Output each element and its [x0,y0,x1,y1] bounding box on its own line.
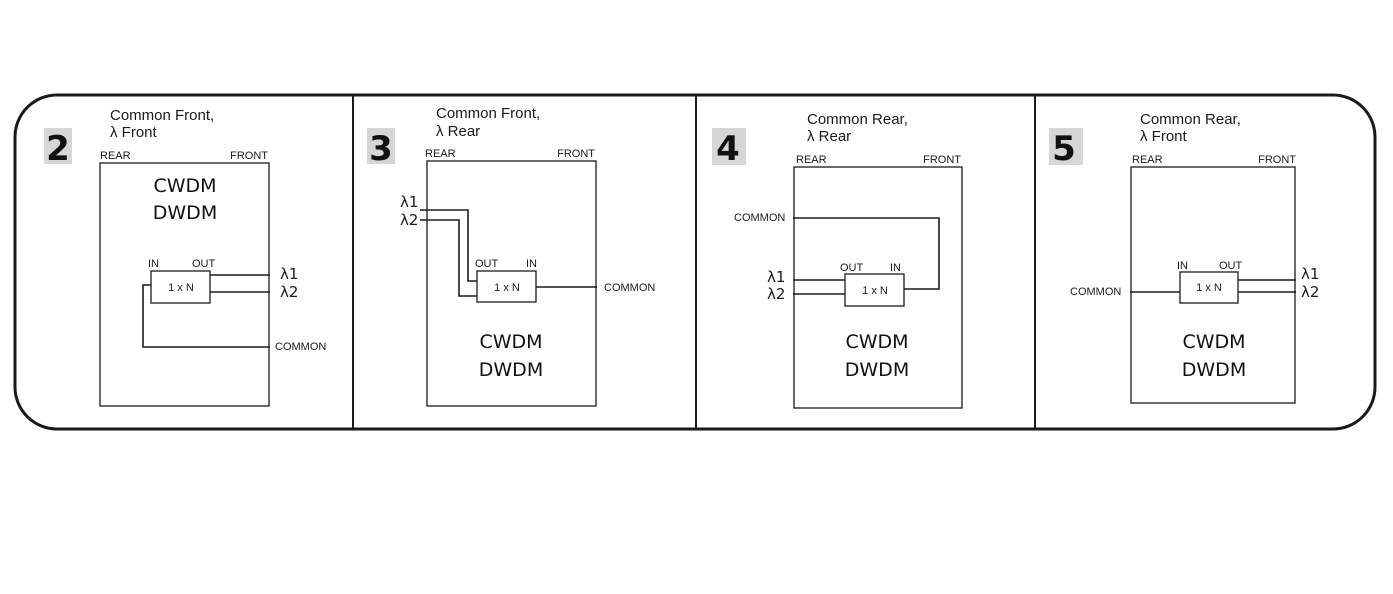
rear-label: REAR [425,148,456,160]
port-out-label: OUT [1219,260,1243,272]
mux-block [844,273,905,307]
tech-label-dwdm: DWDM [153,202,217,224]
panel-number-badge [44,128,72,164]
port-in-label: IN [148,258,159,270]
module-box [1130,166,1296,404]
fiber-lambda2 [420,219,477,297]
front-label: FRONT [923,154,961,166]
port-in-label: IN [526,258,537,270]
tech-label-dwdm: DWDM [845,359,909,381]
tech-label-cwdm: CWDM [845,331,908,353]
mux-label: 1 x N [168,282,194,294]
mux-block [476,270,537,303]
fiber-common [793,217,940,290]
config-title-line1: Common Front, [436,105,540,122]
panel-number-badge [712,128,746,165]
panel-number: 2 [46,129,70,169]
lambda1-label: λ1 [400,193,418,211]
outer-frame [13,93,1377,431]
panel-number: 3 [369,129,393,169]
config-title-line1: Common Front, [110,107,214,124]
panel-number: 4 [716,129,740,169]
front-label: FRONT [557,148,595,160]
common-label: COMMON [734,212,785,224]
port-out-label: OUT [840,262,864,274]
panel-number-badge [367,128,395,164]
panel-3: 3 Common Front, λ Rear REAR FRONT CWDM D… [367,105,655,407]
common-label: COMMON [1070,286,1121,298]
lambda2-label: λ2 [280,283,298,301]
port-in-label: IN [890,262,901,274]
config-title-line2: λ Rear [436,123,480,140]
lambda2-label: λ2 [1301,283,1319,301]
panel-number-badge [1049,128,1083,165]
panel-5: 5 Common Rear, λ Front REAR FRONT CWDM D… [1049,111,1319,404]
lambda2-label: λ2 [767,285,785,303]
mux-label: 1 x N [862,285,888,297]
panel-4: 4 Common Rear, λ Rear REAR FRONT CWDM DW… [712,111,963,409]
mux-block [150,270,211,304]
front-label: FRONT [1258,154,1296,166]
rear-label: REAR [796,154,827,166]
module-box [99,162,270,407]
panel-number: 5 [1052,129,1076,169]
lambda1-label: λ1 [767,268,785,286]
panel-2: 2 Common Front, λ Front REAR FRONT CWDM … [44,107,326,407]
config-title-line2: λ Rear [807,128,851,145]
common-label: COMMON [604,282,655,294]
tech-label-cwdm: CWDM [153,175,216,197]
lambda1-label: λ1 [1301,265,1319,283]
fiber-lambda1 [420,209,477,282]
module-box [793,166,963,409]
port-in-label: IN [1177,260,1188,272]
config-title-line2: λ Front [110,124,158,141]
tech-label-dwdm: DWDM [1182,359,1246,381]
mux-label: 1 x N [1196,282,1222,294]
config-title-line1: Common Rear, [1140,111,1241,128]
rear-label: REAR [100,150,131,162]
config-title-line1: Common Rear, [807,111,908,128]
mux-label: 1 x N [494,282,520,294]
rear-label: REAR [1132,154,1163,166]
tech-label-dwdm: DWDM [479,359,543,381]
config-title-line2: λ Front [1140,128,1188,145]
port-out-label: OUT [192,258,216,270]
common-label: COMMON [275,341,326,353]
port-out-label: OUT [475,258,499,270]
module-box [426,160,597,407]
front-label: FRONT [230,150,268,162]
lambda1-label: λ1 [280,265,298,283]
fiber-common [142,284,270,348]
tech-label-cwdm: CWDM [1182,331,1245,353]
mux-block [1179,271,1239,304]
tech-label-cwdm: CWDM [479,331,542,353]
lambda2-label: λ2 [400,211,418,229]
